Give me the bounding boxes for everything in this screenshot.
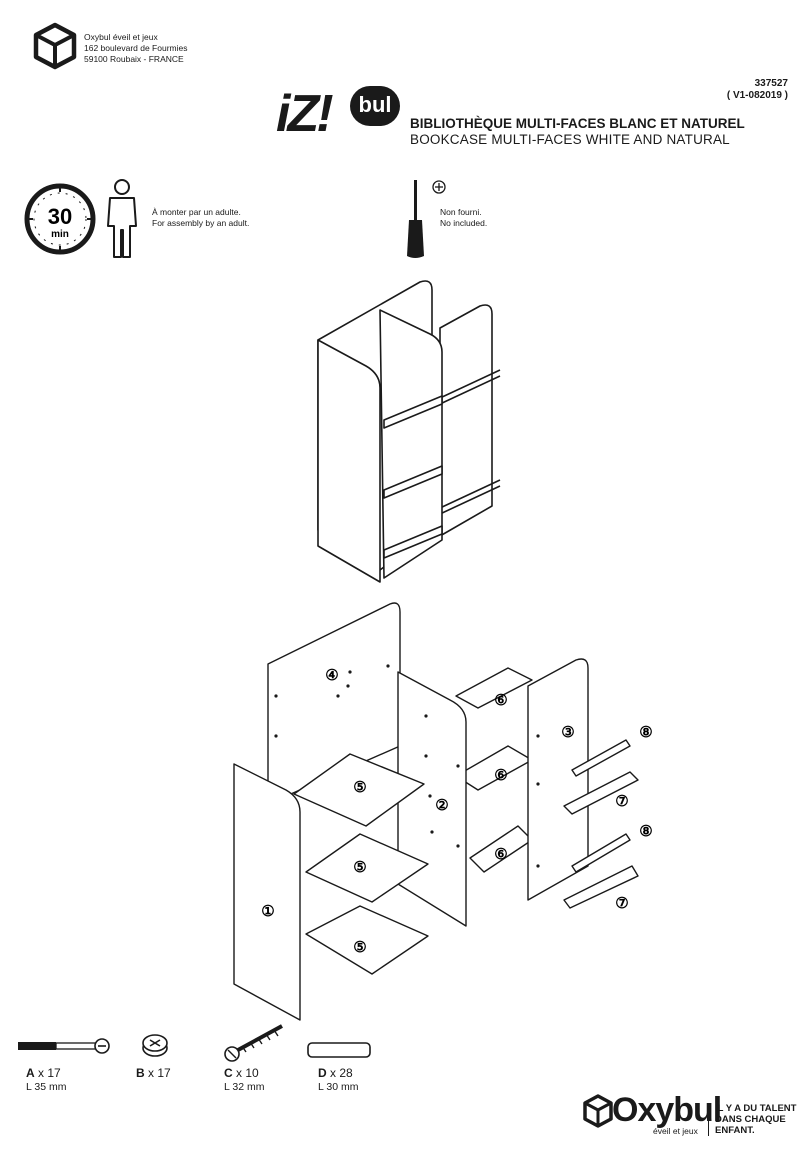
- product-title-fr: BIBLIOTHÈQUE MULTI-FACES BLANC ET NATURE…: [410, 116, 745, 131]
- cube-logo-icon: [33, 22, 77, 70]
- hardware-b-qty: x 17: [148, 1066, 171, 1080]
- bul-logo: bul: [350, 86, 400, 126]
- part-label-8b: ⑧: [639, 823, 652, 840]
- hardware-c-letter: C: [224, 1066, 233, 1080]
- oxybul-cube-icon: [583, 1094, 613, 1128]
- oxybul-logo: Oxybul: [612, 1091, 722, 1129]
- hardware-d-letter: D: [318, 1066, 327, 1080]
- product-ref-number: 337527: [754, 78, 788, 89]
- exploded-view-illustration: [233, 602, 639, 1021]
- company-name: Oxybul éveil et jeux: [84, 32, 158, 42]
- hardware-c-qty: x 10: [236, 1066, 259, 1080]
- company-address: Oxybul éveil et jeux 162 boulevard de Fo…: [84, 32, 187, 65]
- assembly-note-fr: À monter par un adulte.: [152, 207, 241, 217]
- hardware-a: A x 17 L 35 mm: [26, 1066, 66, 1094]
- part-label-6c: ⑥: [494, 846, 507, 863]
- part-label-5b: ⑤: [353, 859, 366, 876]
- part-label-8a: ⑧: [639, 724, 652, 741]
- part-label-6b: ⑥: [494, 767, 507, 784]
- screw-icon: [224, 1024, 283, 1062]
- assembly-note: À monter par un adulte. For assembly by …: [152, 207, 249, 229]
- hardware-d: D x 28 L 30 mm: [318, 1066, 358, 1094]
- part-label-2: ②: [435, 797, 448, 814]
- screwdriver-icon: [407, 180, 446, 258]
- assembly-note-en: For assembly by an adult.: [152, 218, 250, 228]
- hardware-a-letter: A: [26, 1066, 35, 1080]
- hardware-d-qty: x 28: [330, 1066, 353, 1080]
- oxybul-logo-sub: éveil et jeux: [653, 1126, 698, 1136]
- part-label-3: ③: [561, 724, 574, 741]
- cam-lock-icon: [142, 1034, 168, 1057]
- assembly-time-unit: min: [51, 229, 69, 240]
- part-label-5a: ⑤: [353, 779, 366, 796]
- iz-logo: iZ!: [276, 85, 334, 143]
- part-label-7b: ⑦: [615, 895, 628, 912]
- product-reference: 337527 ( V1-082019 ): [727, 78, 788, 102]
- part-label-1: ①: [261, 903, 274, 920]
- clock-icon: 30 min: [24, 183, 96, 255]
- part-number-labels: ① ② ③ ④ ⑤ ⑤ ⑤ ⑥ ⑥ ⑥ ⑦ ⑦ ⑧ ⑧: [261, 667, 652, 956]
- slogan-line-1: IL Y A DU TALENT: [715, 1103, 797, 1114]
- tool-note: Non fourni. No included.: [440, 207, 487, 229]
- tool-note-en: No included.: [440, 218, 488, 228]
- address-line-2: 59100 Roubaix - FRANCE: [84, 54, 184, 64]
- assembled-bookcase-illustration: [317, 280, 501, 583]
- dowel-icon: [307, 1042, 371, 1058]
- tool-note-fr: Non fourni.: [440, 207, 482, 217]
- address-line-1: 162 boulevard de Fourmies: [84, 43, 188, 53]
- slogan: IL Y A DU TALENT DANS CHAQUE ENFANT.: [708, 1103, 796, 1136]
- part-label-6a: ⑥: [494, 692, 507, 709]
- assembly-time-value: 30: [48, 204, 72, 229]
- hardware-d-length: L 30 mm: [318, 1081, 359, 1093]
- product-version: ( V1-082019 ): [726, 90, 788, 101]
- adult-person-icon: [107, 179, 137, 258]
- part-label-7a: ⑦: [615, 793, 628, 810]
- product-title-en: BOOKCASE MULTI-FACES WHITE AND NATURAL: [410, 132, 730, 147]
- hardware-b: B x 17: [136, 1066, 171, 1080]
- slogan-line-3: ENFANT.: [715, 1125, 755, 1136]
- hardware-b-letter: B: [136, 1066, 145, 1080]
- hardware-a-qty: x 17: [38, 1066, 61, 1080]
- part-label-4: ④: [325, 667, 338, 684]
- hardware-c-length: L 32 mm: [224, 1081, 265, 1093]
- hardware-c: C x 10 L 32 mm: [224, 1066, 264, 1094]
- hardware-a-length: L 35 mm: [26, 1081, 67, 1093]
- cam-bolt-icon: [18, 1038, 110, 1054]
- part-label-5c: ⑤: [353, 939, 366, 956]
- slogan-line-2: DANS CHAQUE: [715, 1114, 786, 1125]
